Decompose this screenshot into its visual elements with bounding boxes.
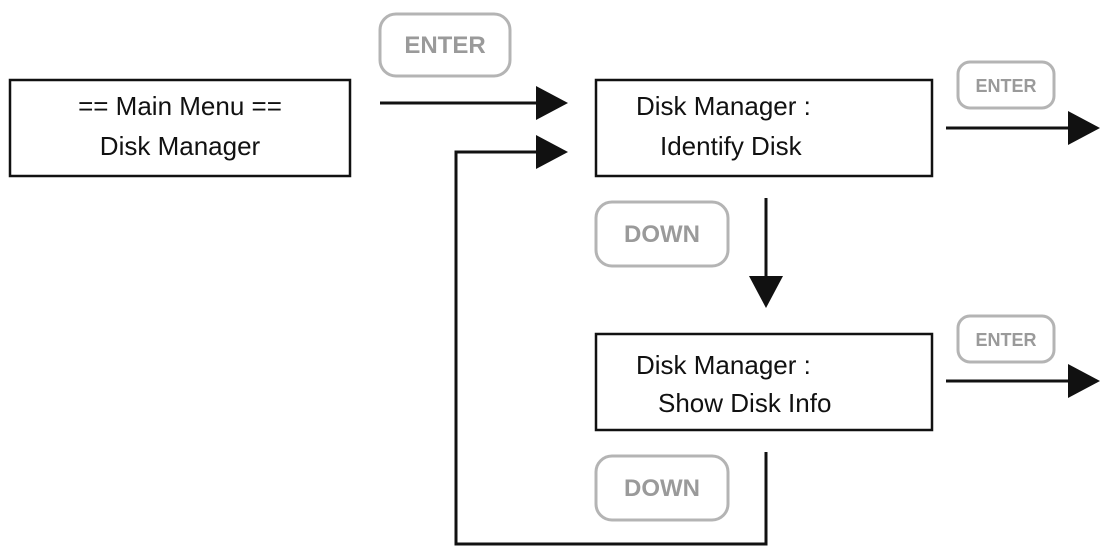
- down-key-identify-box: [594, 200, 730, 268]
- arrow-identify-enter: [946, 111, 1100, 145]
- screen-identify-disk-line1: Disk Manager :: [636, 91, 811, 121]
- down-key-identify-label: DOWN: [624, 221, 700, 248]
- screen-main-menu: == Main Menu == Disk Manager: [8, 78, 352, 178]
- down-key-show-info-box: [594, 454, 730, 522]
- down-key-show-info-label: DOWN: [624, 475, 700, 502]
- arrow-identify-down: [749, 198, 783, 308]
- screen-show-disk-info: Disk Manager : Show Disk Info: [594, 332, 934, 432]
- arrow-loop-back-line: [454, 150, 768, 546]
- arrow-main-to-identify-head: [536, 86, 568, 120]
- enter-key-identify-label: ENTER: [975, 76, 1036, 96]
- arrow-main-to-identify: [380, 86, 568, 120]
- screen-main-menu-line1: == Main Menu ==: [78, 91, 282, 121]
- screen-identify-disk-box: [594, 78, 934, 178]
- enter-key-main-label: ENTER: [404, 32, 485, 59]
- enter-key-identify: ENTER: [956, 60, 1056, 110]
- arrow-loop-back-head: [536, 135, 568, 169]
- arrow-identify-down-head: [749, 276, 783, 308]
- down-key-identify: DOWN: [594, 200, 730, 268]
- screen-main-menu-line2: Disk Manager: [100, 131, 261, 161]
- arrow-show-info-enter: [946, 364, 1100, 398]
- screen-identify-disk-line2: Identify Disk: [660, 131, 803, 161]
- down-key-show-info: DOWN: [594, 454, 730, 522]
- screen-show-disk-info-line1: Disk Manager :: [636, 350, 811, 380]
- screen-main-menu-box: [8, 78, 352, 178]
- enter-key-show-info-box: [956, 314, 1056, 364]
- arrow-loop-back: [454, 135, 768, 546]
- screen-identify-disk: Disk Manager : Identify Disk: [594, 78, 934, 178]
- enter-key-main-box: [378, 12, 512, 78]
- enter-key-show-info: ENTER: [956, 314, 1056, 364]
- enter-key-identify-box: [956, 60, 1056, 110]
- screen-show-disk-info-box: [594, 332, 934, 432]
- arrow-show-info-enter-head: [1068, 364, 1100, 398]
- screen-show-disk-info-line2: Show Disk Info: [658, 388, 831, 418]
- arrow-identify-enter-head: [1068, 111, 1100, 145]
- enter-key-main: ENTER: [378, 12, 512, 78]
- enter-key-show-info-label: ENTER: [975, 330, 1036, 350]
